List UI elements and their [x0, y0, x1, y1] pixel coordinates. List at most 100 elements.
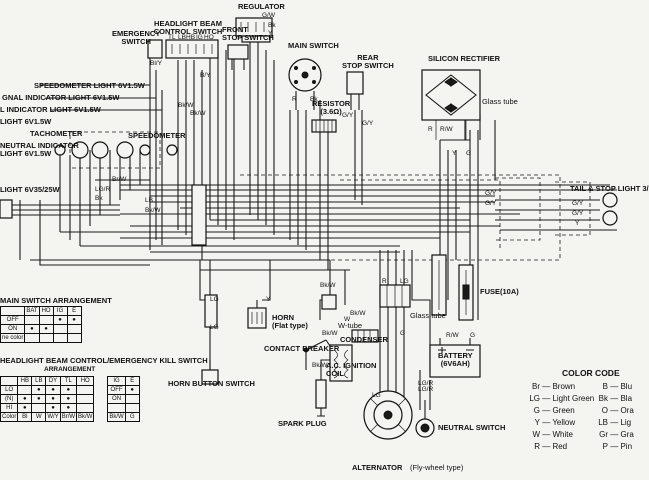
color-code-row: R — Red [522, 442, 567, 451]
table-cell [76, 385, 95, 395]
condenser-symbol [351, 329, 379, 343]
color-abbr: Br [532, 382, 540, 391]
color-name: Lig [620, 418, 632, 427]
fuse-symbol [458, 264, 474, 321]
table-cell: Color [0, 412, 19, 422]
wire-label: HO [204, 34, 214, 41]
table-row: BAT HO IG E [0, 306, 82, 316]
resistor-symbol [311, 119, 337, 133]
rear-stop-switch-symbol [346, 71, 364, 110]
contact-breaker-symbol [303, 339, 331, 370]
color-code-title: COLOR CODE [562, 368, 620, 378]
label-neutral-indicator-text: NEUTRAL INDICATOR LIGHT 6V1.5W [0, 141, 79, 158]
color-code-row: Bk — Bla [596, 394, 632, 403]
label-main-switch: MAIN SWITCH [288, 41, 339, 50]
table-cell: Bk/W [107, 412, 126, 422]
table-cell [24, 333, 40, 343]
table-cell: BAT [24, 306, 40, 316]
wire-label: G/Y [572, 200, 584, 207]
table-cell [17, 385, 33, 395]
wire-label: R/W [446, 332, 459, 339]
main-switch-table: BAT HO IG E OFF ● ● ON ● ● ne color [0, 306, 82, 343]
wire-label: TL [168, 34, 176, 41]
table-cell [38, 315, 54, 325]
table-row: HI ● ● ● [0, 403, 140, 413]
table-cell [0, 376, 19, 386]
wire-label: Bk/W [145, 207, 161, 214]
table-cell [0, 306, 26, 316]
table-cell: ● [17, 403, 33, 413]
label-front-stop: FRONT STOP SWITCH [222, 26, 274, 42]
color-abbr: LB [598, 418, 608, 427]
table-cell: ● [59, 385, 78, 395]
color-code-row: LG — Light Green [522, 394, 594, 403]
table-row: ne color [0, 333, 82, 343]
wire-label: Bk/W [190, 110, 206, 117]
front-stop-switch-symbol [227, 44, 249, 70]
wire-label: B/Y [200, 72, 211, 79]
wire-label: Bl/Y [150, 60, 162, 67]
table-cell: ON [0, 324, 26, 334]
table-cell [124, 403, 140, 413]
color-abbr: Y [534, 418, 540, 427]
wire-label: G/Y [485, 190, 497, 197]
wire-label: Y [575, 220, 580, 227]
left-branches [10, 84, 162, 266]
silicon-rectifier-symbol [421, 69, 481, 140]
table-cell: IG [52, 306, 68, 316]
wire-label: LG/R [95, 186, 111, 193]
label-signal-indicator: GNAL INDICATOR LIGHT 6V1.5W [2, 93, 120, 102]
color-code-row: O — Ora [596, 406, 634, 415]
table-cell [93, 376, 109, 386]
table-cell [52, 324, 68, 334]
table-cell: OFF [107, 385, 126, 395]
table-row: (N) ● ● ● ● ON [0, 394, 140, 404]
headlight-switch-symbol [147, 39, 219, 59]
label-tachometer: TACHOMETER [30, 129, 83, 138]
wire-label: Bk/W [312, 362, 328, 369]
wire-label: LG [210, 296, 219, 303]
table-cell [93, 385, 109, 395]
table-cell: IG [107, 376, 126, 386]
table-cell [24, 315, 40, 325]
color-abbr: Bk [598, 394, 608, 403]
table-cell: ● [31, 385, 47, 395]
color-name: Pin [620, 442, 633, 451]
wire-label: G [400, 330, 406, 337]
label-headlight-switch-text: HEADLIGHT BEAM CONTROL SWITCH [153, 19, 223, 36]
wire-label: R [428, 126, 433, 133]
wire-label: Y [266, 296, 271, 303]
table-cell: DY [45, 376, 61, 386]
wire-label: G/Y [485, 200, 497, 207]
table-cell: W/Y [45, 412, 61, 422]
wire-label: G/Y [342, 112, 354, 119]
wire-label: R [292, 96, 297, 103]
table-cell: LO [0, 385, 19, 395]
table-cell: HO [38, 306, 54, 316]
label-emergency-switch: EMERGENCY SWITCH [112, 30, 160, 46]
color-name: Brown [552, 382, 576, 391]
alternator-symbol [363, 390, 413, 440]
color-code-row: P — Pin [596, 442, 632, 451]
table-cell [93, 403, 109, 413]
connector-blocks [191, 184, 411, 328]
table-cell: ● [59, 403, 78, 413]
wire-label: Y [452, 150, 457, 157]
wire-label: Bk/W [322, 330, 338, 337]
table-cell [66, 324, 82, 334]
hb-table: HB LB DY TL HO IG E LO ● ● ● OFF ● (N) ●… [0, 376, 140, 422]
table-cell: (N) [0, 394, 19, 404]
label-ignition-coil-text: A.C. IGNITION COIL [326, 361, 377, 378]
table-cell: Bl [17, 412, 33, 422]
ignition-coil-symbol [329, 344, 353, 382]
meters-symbol [54, 131, 178, 169]
color-abbr: B [602, 382, 608, 391]
table-cell: ● [45, 403, 61, 413]
wire-label: G [470, 332, 476, 339]
color-abbr: O [601, 406, 608, 415]
label-alternator-note: (Fly-wheel type) [410, 463, 464, 472]
color-code-row: Gr — Gra [596, 430, 634, 439]
color-name: Bla [620, 394, 633, 403]
wire-label: Bk/W [350, 310, 366, 317]
